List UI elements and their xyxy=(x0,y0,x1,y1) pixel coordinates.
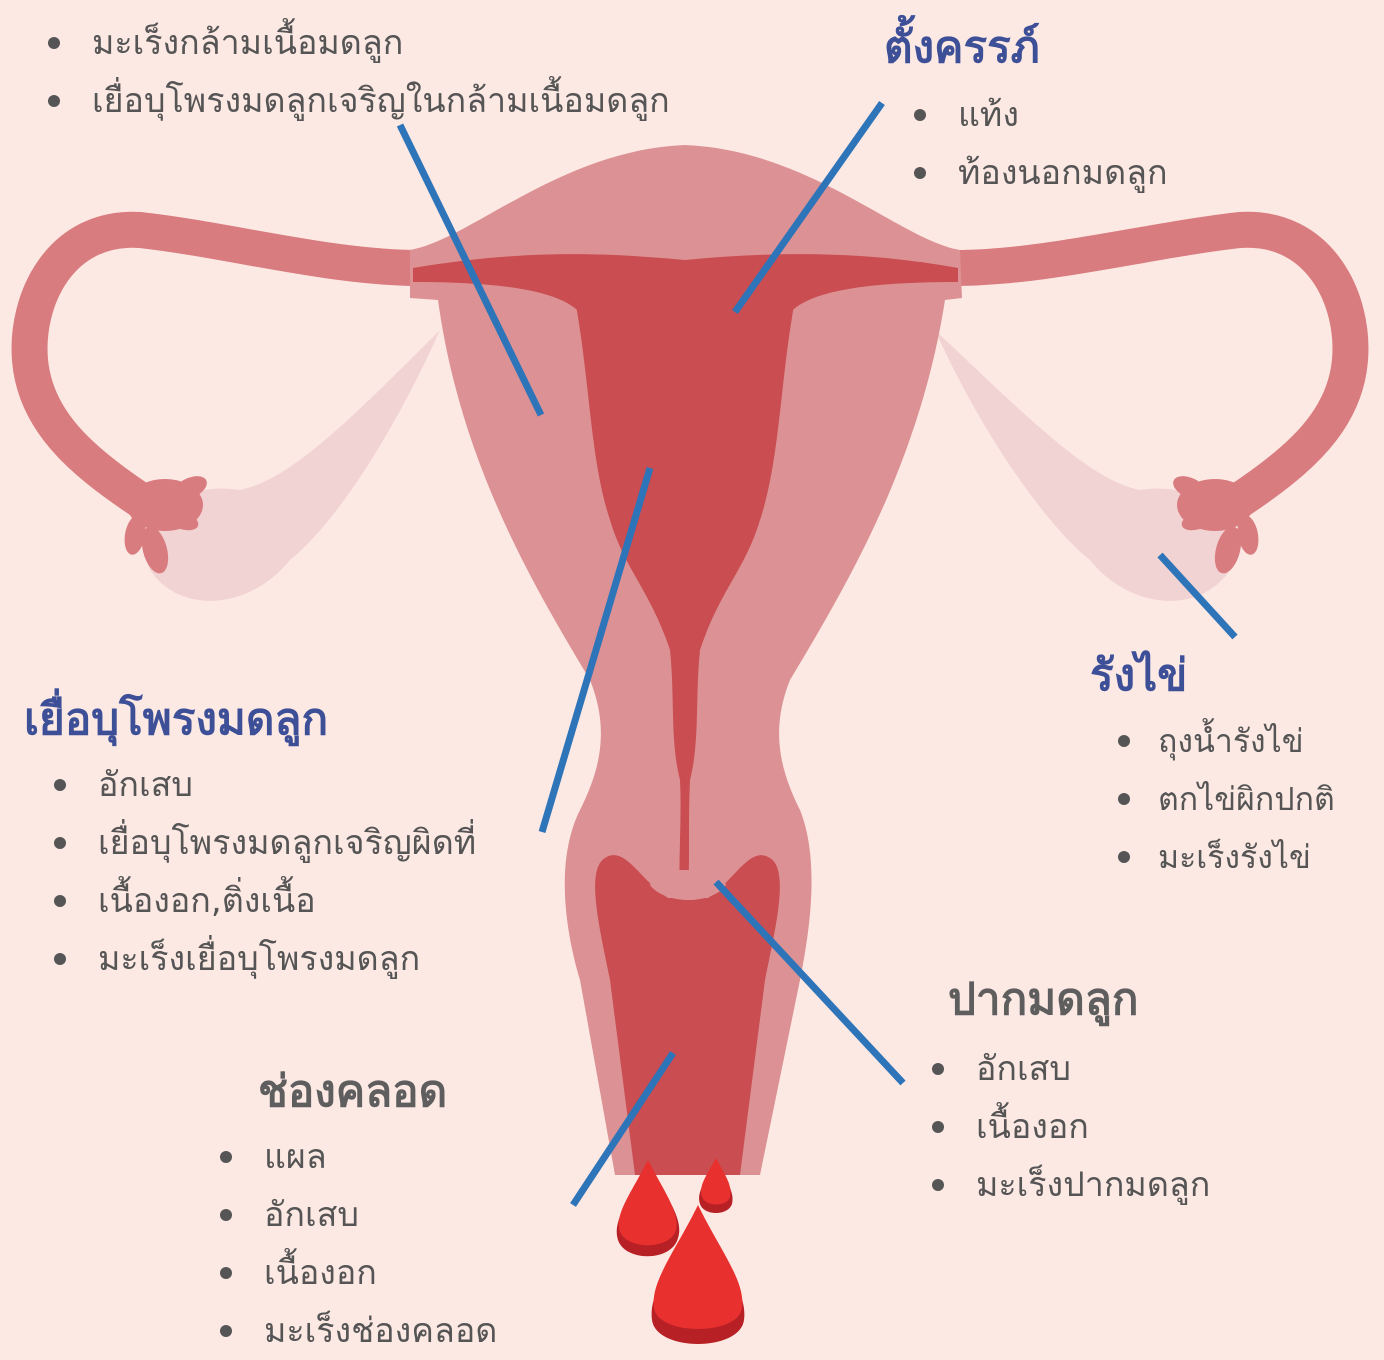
list-item: เนื้องอก,ติ่งเนื้อ xyxy=(54,872,476,930)
ovary-section: รังไข่ ถุงน้ำรังไข่ ตกไข่ผิกปกติ มะเร็งร… xyxy=(1090,648,1335,886)
list-item: แท้ง xyxy=(914,86,1168,144)
list-item: เยื่อบุโพรงมดลูกเจริญในกล้ามเนื้อมดลูก xyxy=(48,72,670,130)
list-item: มะเร็งช่องคลอด xyxy=(220,1302,497,1360)
myometrium-section: มะเร็งกล้ามเนื้อมดลูก เยื่อบุโพรงมดลูกเจ… xyxy=(48,14,670,130)
pregnancy-list: แท้ง ท้องนอกมดลูก xyxy=(914,86,1168,202)
cervix-title: ปากมดลูก xyxy=(948,972,1210,1028)
list-item: ถุงน้ำรังไข่ xyxy=(1118,712,1335,770)
endometrium-title: เยื่อบุโพรงมดลูก xyxy=(24,692,476,748)
pregnancy-section: ตั้งครรภ์ แท้ง ท้องนอกมดลูก xyxy=(884,20,1168,202)
list-item: เนื้องอก xyxy=(220,1244,497,1302)
list-item: มะเร็งกล้ามเนื้อมดลูก xyxy=(48,14,670,72)
list-item: ตกไข่ผิกปกติ xyxy=(1118,770,1335,828)
vagina-section: ช่องคลอด แผล อักเสบ เนื้องอก มะเร็งช่องค… xyxy=(258,1064,497,1360)
vagina-title: ช่องคลอด xyxy=(258,1064,497,1120)
list-item: อักเสบ xyxy=(932,1040,1210,1098)
list-item: เนื้องอก xyxy=(932,1098,1210,1156)
left-ovary-shadow xyxy=(146,330,440,601)
myometrium-list: มะเร็งกล้ามเนื้อมดลูก เยื่อบุโพรงมดลูกเจ… xyxy=(48,14,670,130)
right-ovary-shadow xyxy=(935,330,1234,601)
endometrium-list: อักเสบ เยื่อบุโพรงมดลูกเจริญผิดที่ เนื้อ… xyxy=(54,756,476,988)
list-item: มะเร็งรังไข่ xyxy=(1118,828,1335,886)
blood-drops xyxy=(617,1158,745,1344)
list-item: ท้องนอกมดลูก xyxy=(914,144,1168,202)
list-item: มะเร็งเยื่อบุโพรงมดลูก xyxy=(54,930,476,988)
list-item: อักเสบ xyxy=(54,756,476,814)
cervix-section: ปากมดลูก อักเสบ เนื้องอก มะเร็งปากมดลูก xyxy=(948,972,1210,1214)
cervix-list: อักเสบ เนื้องอก มะเร็งปากมดลูก xyxy=(932,1040,1210,1214)
ovary-list: ถุงน้ำรังไข่ ตกไข่ผิกปกติ มะเร็งรังไข่ xyxy=(1118,712,1335,886)
vagina-list: แผล อักเสบ เนื้องอก มะเร็งช่องคลอด xyxy=(220,1128,497,1360)
list-item: แผล xyxy=(220,1128,497,1186)
endometrium-section: เยื่อบุโพรงมดลูก อักเสบ เยื่อบุโพรงมดลูก… xyxy=(24,692,476,988)
ovary-title: รังไข่ xyxy=(1090,648,1335,704)
pregnancy-title: ตั้งครรภ์ xyxy=(884,20,1168,76)
list-item: มะเร็งปากมดลูก xyxy=(932,1156,1210,1214)
list-item: เยื่อบุโพรงมดลูกเจริญผิดที่ xyxy=(54,814,476,872)
list-item: อักเสบ xyxy=(220,1186,497,1244)
